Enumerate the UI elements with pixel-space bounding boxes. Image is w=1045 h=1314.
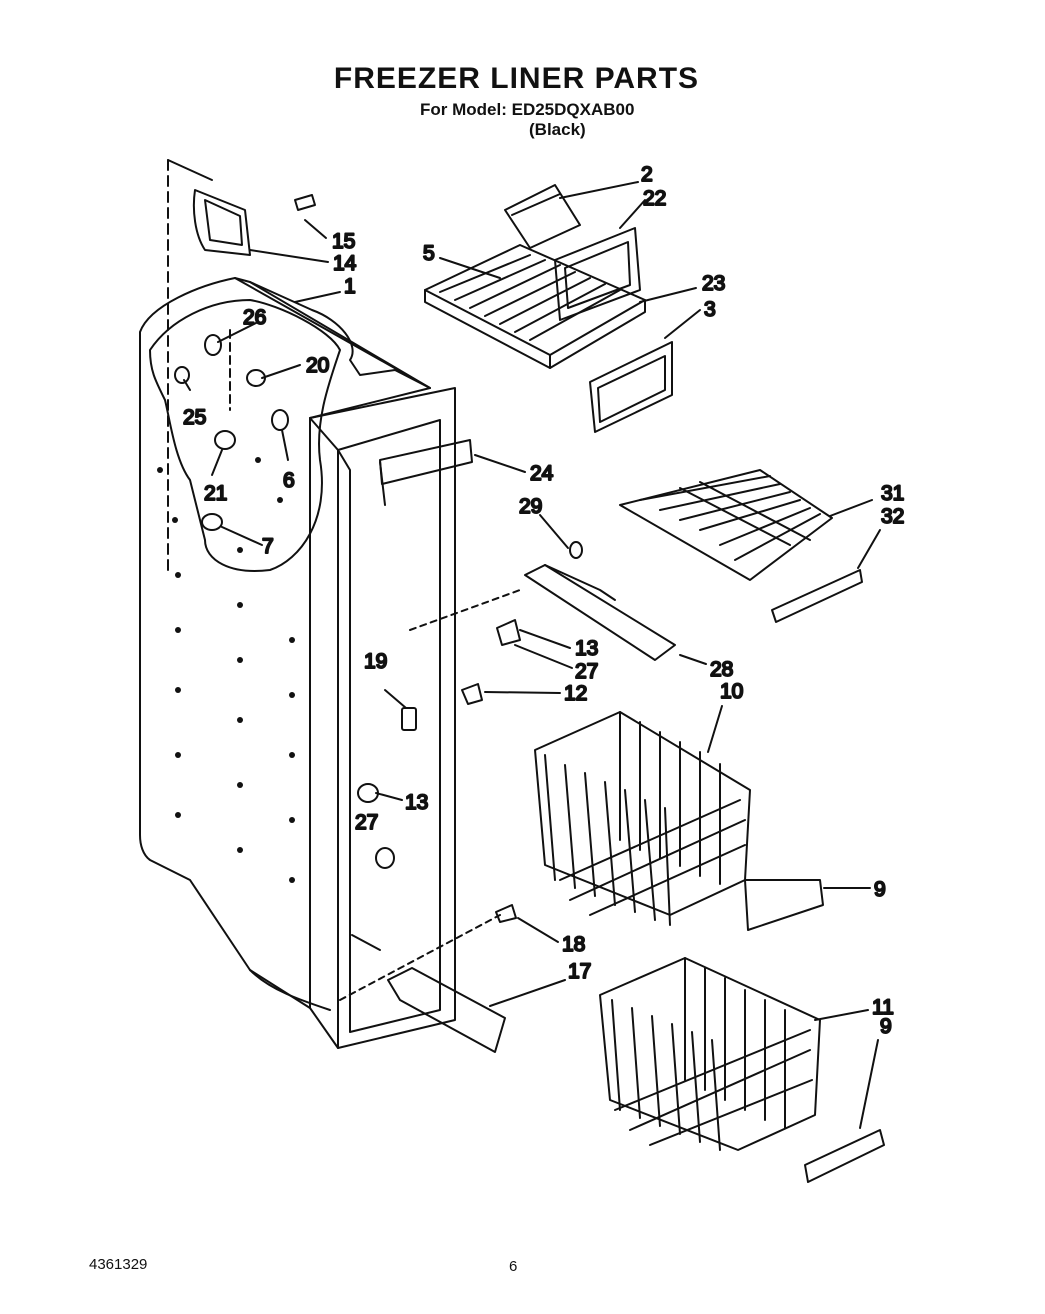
callout-10: 10	[720, 680, 743, 703]
callout-9-lower: 9	[880, 1015, 892, 1038]
model-line: For Model: ED25DQXAB00	[420, 100, 635, 119]
page-title: FREEZER LINER PARTS	[333, 62, 700, 95]
freezer-liner	[139, 277, 473, 1049]
callout-22: 22	[643, 187, 666, 210]
callout-32: 32	[881, 505, 904, 528]
callout-20: 20	[306, 354, 329, 377]
callout-15: 15	[332, 230, 355, 253]
callout-27-upper: 27	[575, 660, 598, 683]
callout-25: 25	[183, 406, 206, 429]
liner-fasteners	[167, 159, 483, 869]
callout-19: 19	[364, 650, 387, 673]
callout-labels: 15 14 1 26 20 25 6 21 7 2 22 5 23 3 24 2…	[182, 162, 905, 1039]
callout-29: 29	[519, 495, 542, 518]
callout-28: 28	[710, 658, 733, 681]
callout-5: 5	[423, 242, 435, 265]
basket-lower	[599, 957, 885, 1183]
callout-1: 1	[344, 275, 356, 298]
callout-18: 18	[562, 933, 585, 956]
callout-7: 7	[262, 535, 274, 558]
callout-27-lower: 27	[355, 811, 378, 834]
upper-shelf	[424, 184, 673, 433]
document-number: 4361329	[89, 1256, 148, 1273]
wire-shelf	[619, 469, 863, 623]
color-line: (Black)	[529, 120, 586, 139]
callout-31: 31	[881, 482, 904, 505]
slide-rail	[409, 541, 676, 661]
page-number: 6	[509, 1258, 518, 1275]
top-bracket	[167, 159, 316, 256]
bottom-trim	[339, 904, 517, 1053]
callout-12: 12	[564, 682, 587, 705]
callout-6: 6	[283, 469, 295, 492]
callout-21: 21	[204, 482, 227, 505]
callout-3: 3	[704, 298, 716, 321]
callout-11: 11	[872, 996, 894, 1019]
callout-26: 26	[243, 306, 266, 329]
callout-17: 17	[568, 960, 591, 983]
callout-2: 2	[641, 163, 653, 186]
leader-lines	[183, 181, 881, 1129]
callout-9-upper: 9	[874, 878, 886, 901]
callout-23: 23	[702, 272, 725, 295]
callout-24: 24	[530, 462, 554, 485]
callout-13-lower: 13	[405, 791, 428, 814]
callout-13-upper: 13	[575, 637, 598, 660]
basket-upper	[534, 711, 824, 931]
callout-14: 14	[333, 252, 357, 275]
